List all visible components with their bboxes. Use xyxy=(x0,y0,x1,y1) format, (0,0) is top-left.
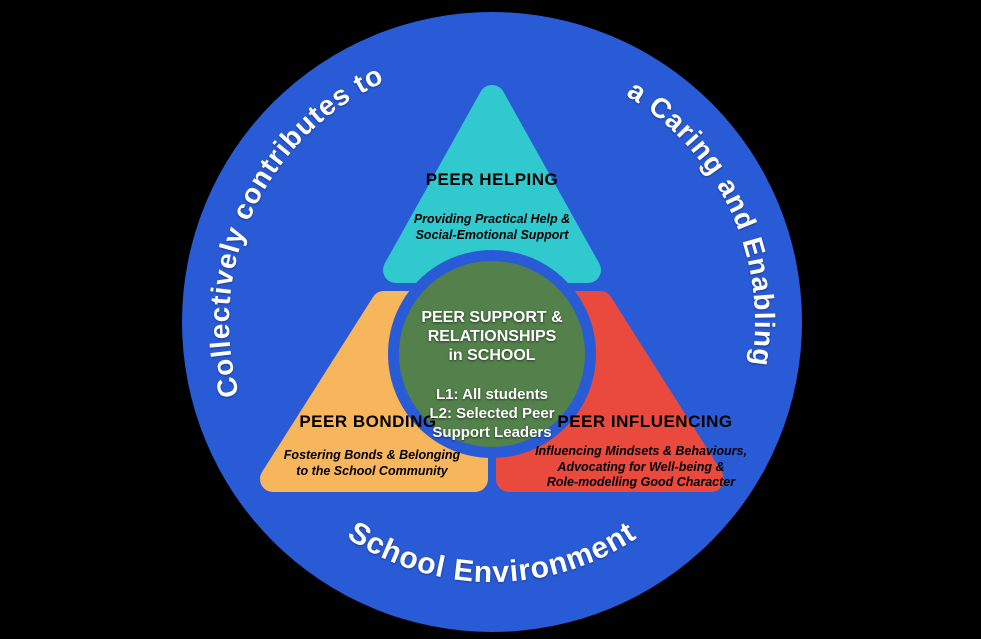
center-circle xyxy=(399,261,585,447)
bonding-description: Fostering Bonds & Belonging to the Schoo… xyxy=(283,448,461,478)
center-title: PEER SUPPORT & RELATIONSHIPS in SCHOOL xyxy=(421,309,563,364)
helping-description: Providing Practical Help & Social-Emotio… xyxy=(413,212,571,242)
center-levels: L1: All students L2: Selected Peer Suppo… xyxy=(429,386,555,441)
influencing-title: PEER INFLUENCING xyxy=(557,412,733,431)
helping-title: PEER HELPING xyxy=(425,170,559,189)
center-text-block: PEER SUPPORT & RELATIONSHIPS in SCHOOL L… xyxy=(397,290,587,460)
bonding-title: PEER BONDING xyxy=(299,412,437,431)
influencing-description: Influencing Mindsets & Behaviours, Advoc… xyxy=(535,444,747,489)
